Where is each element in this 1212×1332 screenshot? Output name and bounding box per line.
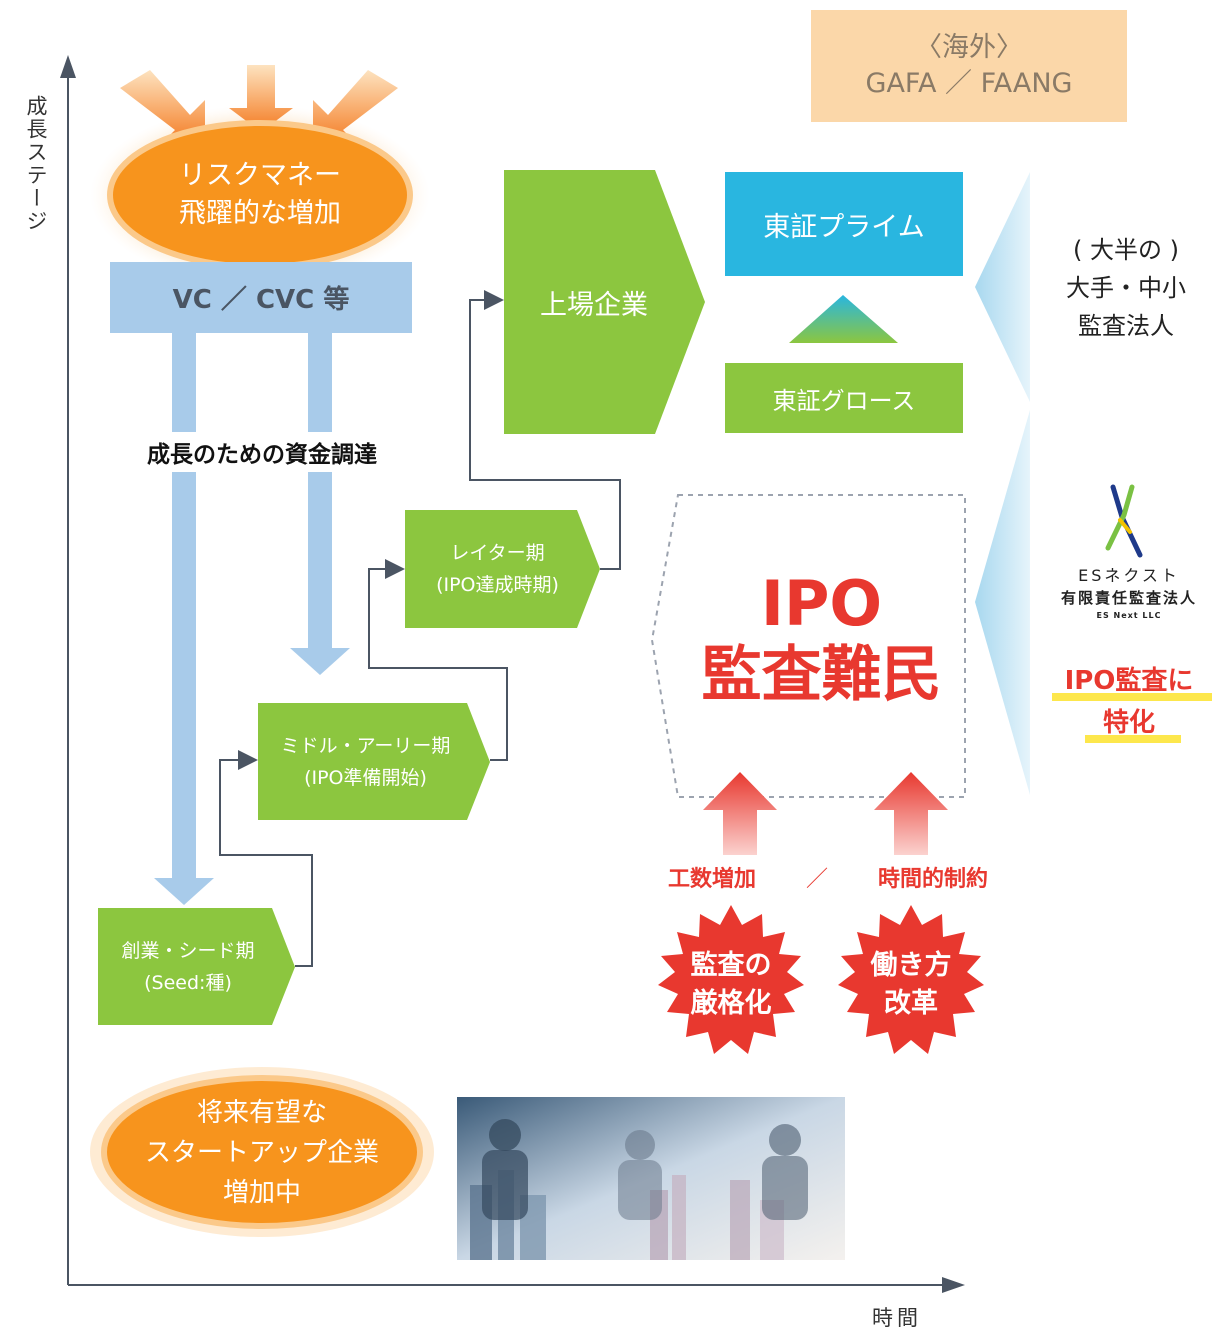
auditors-text: ( 大半の ) 大手・中小 監査法人	[1040, 228, 1212, 348]
tagline-highlight-2	[1085, 735, 1181, 743]
badge-reform-starburst	[838, 905, 984, 1054]
chevron-upper-icon	[975, 172, 1030, 402]
ipo-refugee-line1: IPO	[760, 567, 883, 640]
risk-money-line1: リスクマネー	[179, 160, 341, 191]
badge-strict-starburst	[658, 905, 804, 1054]
auditors-line1: ( 大半の )	[1073, 236, 1179, 264]
stage-listed-text: 上場企業	[540, 289, 648, 321]
y-axis-label-text: 成長ステージ	[24, 95, 48, 233]
stage-later-shape	[405, 510, 600, 628]
funding-arrow-left-icon	[154, 878, 214, 905]
factor-workload: 工数増加	[668, 867, 757, 892]
stage-seed-shape	[98, 908, 295, 1025]
market-prime-box: 東証プライム	[725, 172, 963, 276]
auditors-line3: 監査法人	[1078, 312, 1174, 340]
stage-listed-label: 上場企業	[504, 170, 684, 434]
badge-strict-line1: 監査の	[690, 950, 772, 981]
risk-money-text: リスクマネー 飛躍的な増加	[140, 152, 380, 238]
stage-listed-shape	[504, 170, 705, 434]
startup-line2: スタートアップ企業	[144, 1138, 379, 1168]
x-axis-label-text: 時間	[872, 1306, 922, 1330]
stage-seed-line1: 創業・シード期	[121, 939, 255, 962]
y-axis-label: 成長ステージ	[22, 95, 48, 233]
overseas-line1: 〈海外〉	[915, 32, 1023, 63]
y-axis-arrow-icon	[60, 55, 76, 78]
auditors-line2: 大手・中小	[1066, 274, 1186, 302]
chevron-lower-icon	[975, 410, 1030, 795]
startup-line1: 将来有望な	[196, 1098, 327, 1128]
stage-seed-line2: (Seed:種)	[144, 971, 232, 994]
axes	[60, 55, 965, 1293]
funding-label-text: 成長のための資金調達	[147, 442, 377, 468]
badge-reform-text: 働き方 改革	[851, 940, 971, 1030]
x-axis-arrow-icon	[942, 1277, 965, 1293]
risk-money-line2: 飛躍的な増加	[179, 198, 341, 229]
esnext-name-jp: ESネクスト	[1078, 566, 1180, 585]
esnext-tagline2: 特化	[1102, 708, 1155, 738]
badge-reform-line2: 改革	[884, 988, 938, 1019]
x-axis-label: 時間	[872, 1302, 922, 1332]
funding-label: 成長のための資金調達	[122, 432, 402, 472]
startup-ellipse	[101, 1075, 423, 1229]
incoming-arrows-icon	[120, 65, 398, 145]
vc-box-text: VC ／ CVC 等	[172, 285, 350, 315]
ipo-refugee-line2: 監査難民	[701, 640, 942, 710]
ipo-refugee-text: IPO 監査難民	[678, 555, 965, 725]
badge-reform-line1: 働き方	[870, 950, 952, 981]
overseas-line2: GAFA ／ FAANG	[865, 68, 1073, 99]
ipo-refugee-frame	[650, 494, 966, 798]
pressure-arrow-left-icon	[703, 772, 777, 855]
esnext-name-en: ES Next LLC	[1096, 611, 1162, 620]
stage-later-line2: (IPO達成時期)	[436, 574, 559, 596]
factors-row: 工数増加 ／ 時間的制約	[668, 860, 988, 894]
stage-middle-label: ミドル・アーリー期 (IPO準備開始)	[258, 703, 473, 820]
esnext-tagline: IPO監査に 特化	[1046, 660, 1212, 744]
overseas-box: 〈海外〉 GAFA ／ FAANG	[811, 10, 1127, 122]
stage-middle-line2: (IPO準備開始)	[304, 766, 427, 789]
stage-middle-line1: ミドル・アーリー期	[280, 734, 451, 757]
esnext-tagline1: IPO監査に	[1064, 666, 1194, 696]
esnext-name-full: 有限責任監査法人	[1060, 589, 1197, 607]
startup-text: 将来有望な スタートアップ企業 増加中	[112, 1092, 412, 1214]
esnext-logo-icon	[1105, 484, 1143, 558]
funding-arrow-right-icon	[290, 648, 350, 675]
market-step-up-icon	[789, 295, 898, 343]
funding-arrows	[154, 332, 350, 905]
market-growth-text: 東証グロース	[772, 386, 916, 415]
esnext-brand: ESネクスト 有限責任監査法人 ES Next LLC	[1046, 565, 1212, 623]
stage-middle-shape	[258, 703, 490, 820]
stage-seed-label: 創業・シード期 (Seed:種)	[98, 908, 278, 1025]
stage-later-line1: レイター期	[450, 542, 545, 564]
pressure-arrow-right-icon	[874, 772, 948, 855]
market-prime-text: 東証プライム	[763, 211, 925, 243]
vc-box: VC ／ CVC 等	[110, 262, 412, 333]
stage-later-label: レイター期 (IPO達成時期)	[405, 510, 590, 628]
tagline-highlight-1	[1052, 693, 1212, 701]
market-growth-box: 東証グロース	[725, 363, 963, 433]
badge-strict-text: 監査の 厳格化	[671, 940, 791, 1030]
factor-time: 時間的制約	[877, 867, 988, 892]
startup-line3: 増加中	[222, 1178, 301, 1208]
badge-strict-line2: 厳格化	[690, 988, 772, 1019]
factor-separator: ／	[805, 867, 828, 892]
stage-connectors	[219, 290, 621, 967]
business-photo	[457, 1097, 845, 1260]
